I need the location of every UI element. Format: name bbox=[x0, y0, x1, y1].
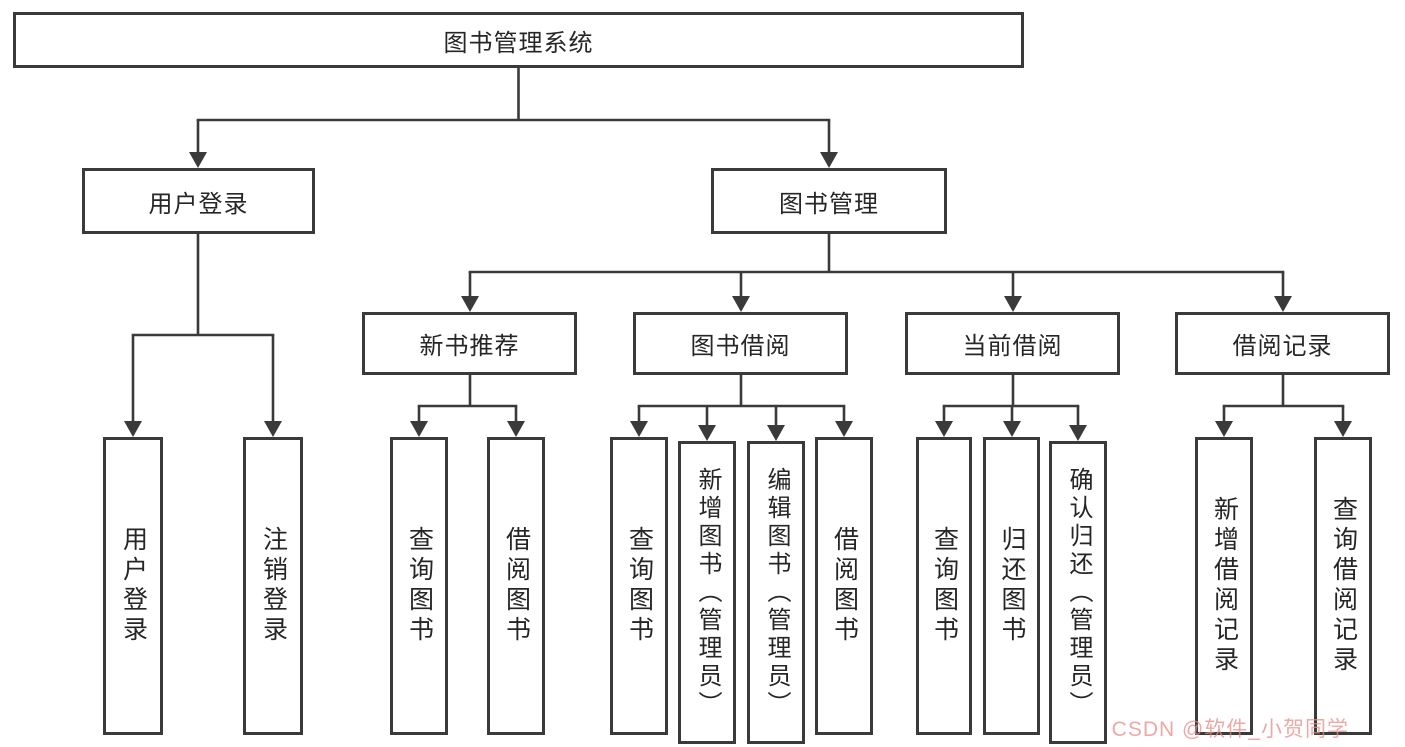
node-current-borrowing: 当前借阅 bbox=[905, 312, 1120, 375]
node-borrowing-records: 借阅记录 bbox=[1175, 312, 1390, 375]
node-book-management: 图书管理 bbox=[711, 168, 947, 234]
leaf-query-books-recommend: 查询图书 bbox=[390, 437, 448, 735]
leaf-logout: 注销登录 bbox=[243, 437, 303, 735]
leaf-query-borrow-record: 查询借阅记录 bbox=[1314, 437, 1372, 735]
node-new-book-recommendation: 新书推荐 bbox=[362, 312, 577, 375]
leaf-borrow-books-recommend: 借阅图书 bbox=[487, 437, 545, 735]
node-user-login: 用户登录 bbox=[82, 168, 315, 234]
leaf-edit-books-admin: 编辑图书（管理员） bbox=[747, 441, 805, 744]
leaf-query-books-borrow: 查询图书 bbox=[610, 437, 668, 735]
leaf-borrow-books: 借阅图书 bbox=[815, 437, 873, 735]
node-library-management-system: 图书管理系统 bbox=[13, 12, 1024, 68]
leaf-add-books-admin: 新增图书（管理员） bbox=[678, 441, 736, 744]
leaf-add-borrow-record: 新增借阅记录 bbox=[1195, 437, 1253, 735]
csdn-watermark: CSDN @软件_小贺同学 bbox=[1111, 718, 1349, 741]
leaf-confirm-return-admin: 确认归还（管理员） bbox=[1049, 441, 1107, 744]
leaf-query-books-current: 查询图书 bbox=[916, 437, 972, 735]
leaf-return-books: 归还图书 bbox=[983, 437, 1040, 735]
node-book-borrowing: 图书借阅 bbox=[633, 312, 848, 375]
leaf-user-login: 用户登录 bbox=[103, 437, 163, 735]
